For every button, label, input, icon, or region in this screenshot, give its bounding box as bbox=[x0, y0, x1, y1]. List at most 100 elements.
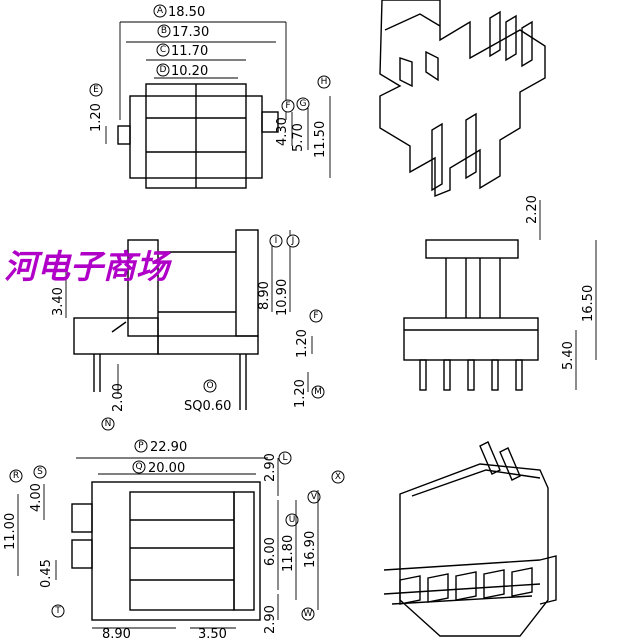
dim-a: 18.50 bbox=[168, 5, 205, 20]
label-s: S bbox=[37, 467, 43, 477]
dim-c: 11.70 bbox=[171, 44, 208, 59]
label-circle-x bbox=[331, 470, 345, 484]
label-circle-p bbox=[134, 439, 148, 453]
front-top-flange bbox=[425, 239, 519, 259]
label-circle-a bbox=[153, 4, 167, 18]
iso-bobbin-bottom bbox=[399, 463, 549, 637]
label-x: X bbox=[335, 472, 341, 482]
front-pin bbox=[419, 359, 427, 391]
label-circle-t bbox=[51, 604, 65, 618]
side-flange-right bbox=[235, 229, 259, 337]
label-circle-g bbox=[296, 97, 310, 111]
dim-bottom-br: 3.50 bbox=[198, 627, 227, 640]
iso-view-bottom bbox=[383, 441, 557, 637]
label-u: U bbox=[289, 515, 296, 525]
label-circle-f bbox=[281, 99, 295, 113]
iso-pins-top bbox=[489, 10, 533, 68]
label-circle-d bbox=[156, 63, 170, 77]
front-pin bbox=[491, 359, 499, 391]
dim-b: 17.30 bbox=[172, 25, 209, 40]
side-pin-bend bbox=[111, 321, 127, 333]
iso-slot bbox=[425, 50, 439, 82]
dim-f: 4.30 bbox=[275, 117, 290, 146]
label-circle-i bbox=[269, 234, 283, 248]
label-circle-u bbox=[285, 513, 299, 527]
front-base bbox=[403, 317, 539, 361]
dim-sq: SQ0.60 bbox=[184, 399, 231, 414]
dim-g: 5.70 bbox=[291, 123, 306, 152]
dim-j: 10.90 bbox=[275, 279, 290, 316]
front-pins bbox=[419, 359, 523, 391]
label-circle-f2 bbox=[309, 309, 323, 323]
dim-t: 0.45 bbox=[39, 559, 54, 588]
top-view: A 18.50 B 17.30 C 11.70 D 10.20 1.20 E 4… bbox=[89, 4, 331, 189]
front-pin bbox=[467, 359, 475, 391]
label-r: R bbox=[13, 471, 19, 481]
label-l: L bbox=[282, 453, 287, 463]
dim-x: 16.90 bbox=[303, 531, 318, 568]
label-circle-v bbox=[307, 490, 321, 504]
label-q: Q bbox=[135, 462, 142, 472]
dim-front-top: 2.20 bbox=[525, 195, 540, 224]
label-circle-q bbox=[132, 460, 146, 474]
label-circle-s bbox=[33, 465, 47, 479]
label-circle-e bbox=[89, 83, 103, 97]
dim-p: 22.90 bbox=[150, 440, 187, 455]
front-pin bbox=[443, 359, 451, 391]
bottom-pin-row bbox=[233, 491, 255, 611]
label-j: J bbox=[291, 236, 295, 246]
iso-pin-cells bbox=[399, 567, 533, 605]
dim-n: 2.00 bbox=[111, 383, 126, 412]
dim-bottom-mid1: 6.00 bbox=[263, 537, 278, 566]
iso-view-top bbox=[379, 0, 546, 198]
front-view: 2.20 16.50 5.40 bbox=[403, 195, 597, 391]
dim-m: 1.20 bbox=[293, 379, 308, 408]
dim-bottom-bl: 8.90 bbox=[102, 627, 131, 640]
dim-front-total: 16.50 bbox=[581, 285, 596, 322]
dim-d: 10.20 bbox=[171, 64, 208, 79]
iso-slot bbox=[399, 57, 413, 88]
dim-side-f: 1.20 bbox=[295, 329, 310, 358]
label-circle-j bbox=[286, 234, 300, 248]
bottom-tab bbox=[71, 503, 93, 533]
label-c: C bbox=[160, 45, 166, 55]
top-tab-right bbox=[261, 111, 279, 133]
watermark-text: 河电子商场 bbox=[4, 247, 172, 286]
label-t: T bbox=[54, 606, 61, 616]
label-i: I bbox=[275, 236, 278, 246]
label-circle-c bbox=[156, 43, 170, 57]
dim-l: 2.90 bbox=[263, 453, 278, 482]
dim-v: 11.80 bbox=[281, 535, 296, 572]
dim-i: 8.90 bbox=[257, 281, 272, 310]
label-b: B bbox=[161, 26, 167, 36]
iso-pins-bottom bbox=[431, 112, 477, 192]
dim-e: 1.20 bbox=[89, 103, 104, 132]
label-circle-l bbox=[278, 451, 292, 465]
iso-pins-top bbox=[479, 441, 521, 481]
front-pin bbox=[515, 359, 523, 391]
label-m: M bbox=[314, 387, 322, 397]
label-p: P bbox=[138, 441, 144, 451]
side-view: 3.40 8.90 10.90 I J 1.20 F 1.20 M 2.00 N… bbox=[51, 229, 325, 431]
label-n: N bbox=[105, 419, 112, 429]
dim-front-pin: 5.40 bbox=[561, 341, 576, 370]
iso-pin-row bbox=[383, 559, 541, 605]
bottom-core bbox=[129, 491, 235, 611]
bottom-outline bbox=[91, 481, 261, 621]
dim-h: 11.50 bbox=[313, 121, 328, 158]
label-side-f: F bbox=[313, 311, 318, 321]
label-a: A bbox=[157, 6, 164, 16]
label-circle-b bbox=[157, 24, 171, 38]
label-d: D bbox=[160, 65, 167, 75]
label-circle-w bbox=[301, 607, 315, 621]
label-e: E bbox=[93, 85, 99, 95]
label-h: H bbox=[321, 77, 328, 87]
label-g: G bbox=[300, 99, 307, 109]
dim-r: 2.90 bbox=[263, 605, 278, 634]
dim-s: 4.00 bbox=[29, 483, 44, 512]
bottom-view: P 22.90 Q 20.00 11.00 R S 4.00 0.45 T 8.… bbox=[3, 439, 345, 640]
iso-bobbin-top bbox=[379, 0, 546, 198]
iso-edge bbox=[384, 13, 441, 31]
